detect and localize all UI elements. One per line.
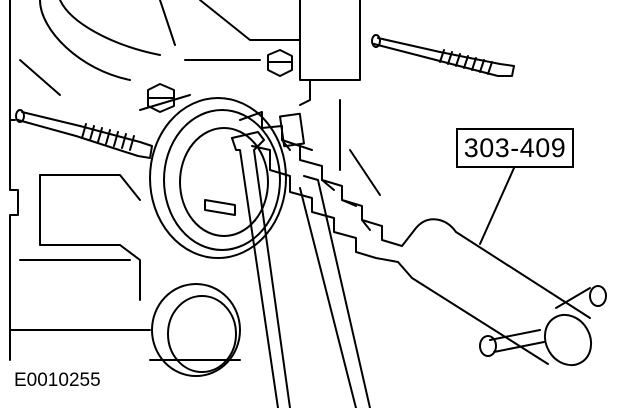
tool-number-label: 303-409 <box>463 132 567 163</box>
tool-shaft <box>239 111 403 263</box>
stud-lower <box>15 109 153 159</box>
figure-id-label: E0010255 <box>14 370 101 391</box>
tool-handle <box>397 218 607 367</box>
stud-upper <box>371 34 515 77</box>
camshaft-bore <box>149 97 287 259</box>
hex-nut-left <box>147 83 175 113</box>
engine-block <box>9 0 381 361</box>
callout-leader-line <box>479 167 515 245</box>
tool-number-callout: 303-409 <box>456 128 574 168</box>
wrench-arms <box>231 131 371 408</box>
lower-bore <box>151 283 241 377</box>
hex-nut-upper <box>267 49 293 77</box>
